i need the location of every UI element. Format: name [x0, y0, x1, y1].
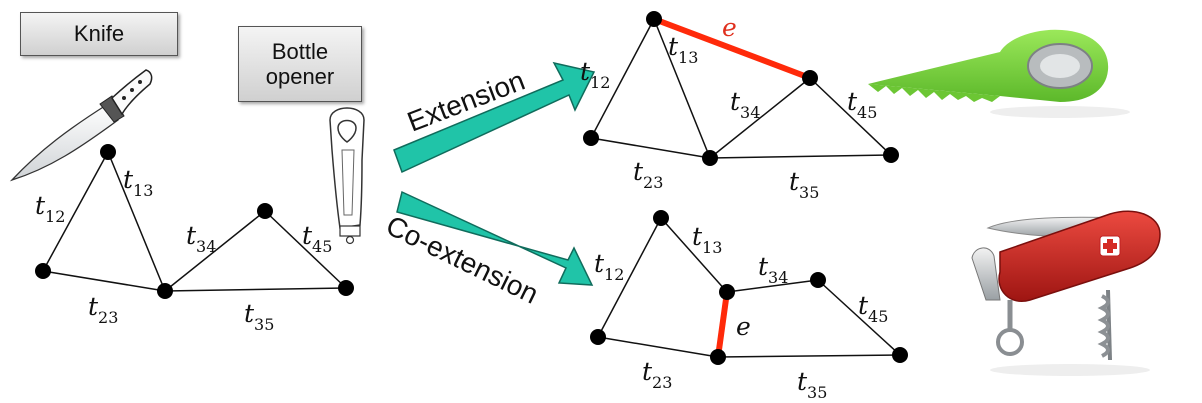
node-3a — [719, 284, 735, 300]
label-t34: t34 — [758, 252, 788, 287]
node-3b — [710, 349, 726, 365]
swiss-army-knife-photo — [971, 210, 1161, 376]
edge-35 — [717, 354, 901, 358]
label-e-coextension: e — [736, 312, 751, 341]
node-4 — [802, 70, 818, 86]
knife-label: Knife — [73, 21, 125, 47]
edge-13 — [107, 151, 166, 292]
graph-coextension: e t12 t13 t23 t34 t45 t35 — [590, 210, 908, 402]
label-t34: t34 — [730, 87, 760, 122]
label-t45: t45 — [858, 291, 888, 326]
edge-45 — [264, 210, 347, 289]
coextension-arrow[interactable]: Co-extension — [381, 190, 594, 310]
node-2 — [583, 130, 599, 146]
edge-45 — [809, 77, 892, 156]
node-5 — [892, 347, 908, 363]
serrated-knife-photo — [868, 29, 1130, 118]
knife-illustration — [9, 69, 153, 182]
bottle-opener-label-line2: opener — [265, 64, 335, 89]
extension-edge-e — [652, 16, 812, 81]
edge-23 — [590, 137, 711, 159]
label-e-extension: e — [722, 13, 737, 42]
edge-35 — [709, 154, 892, 159]
edge-35 — [164, 287, 347, 292]
knife-label-box: Knife — [20, 12, 178, 56]
label-t12: t12 — [594, 249, 624, 284]
label-t35: t35 — [244, 299, 274, 334]
label-t13: t13 — [668, 32, 698, 67]
edge-13 — [660, 217, 728, 293]
label-t35: t35 — [789, 167, 819, 202]
edge-34 — [726, 279, 819, 293]
node-2 — [590, 329, 606, 345]
bottle-opener-label-box: Bottle opener — [238, 26, 362, 102]
extension-arrow[interactable]: Extension — [393, 61, 596, 174]
label-t23: t23 — [642, 357, 672, 392]
label-t45: t45 — [847, 87, 877, 122]
label-t12: t12 — [35, 191, 65, 226]
label-t34: t34 — [186, 221, 216, 256]
node-5 — [338, 280, 354, 296]
node-4 — [257, 203, 273, 219]
edge-13 — [653, 18, 711, 159]
node-3 — [702, 150, 718, 166]
label-t23: t23 — [633, 157, 663, 192]
graph-extension: e t12 t13 t23 t34 t45 t35 — [580, 11, 899, 202]
node-4 — [810, 272, 826, 288]
coextension-edge-e — [715, 291, 730, 358]
label-t12: t12 — [580, 57, 610, 92]
node-1 — [653, 210, 669, 226]
bottle-opener-label-line1: Bottle — [271, 38, 329, 64]
node-2 — [35, 263, 51, 279]
node-3 — [157, 283, 173, 299]
label-t13: t13 — [123, 165, 153, 200]
edge-34 — [709, 77, 811, 159]
node-5 — [883, 147, 899, 163]
node-1 — [100, 144, 116, 160]
edge-12 — [42, 151, 109, 272]
edge-12 — [590, 18, 655, 139]
edge-34 — [164, 210, 266, 292]
edge-45 — [817, 279, 901, 356]
label-t13: t13 — [692, 222, 722, 257]
label-t35: t35 — [797, 367, 827, 402]
bottle-opener-illustration — [329, 107, 365, 245]
label-t23: t23 — [88, 292, 118, 327]
edge-23 — [597, 336, 719, 358]
graph-original: t12 t13 t23 t34 t45 t35 — [35, 144, 354, 334]
edge-12 — [597, 217, 662, 338]
node-1 — [646, 11, 662, 27]
edge-23 — [42, 270, 166, 292]
label-t45: t45 — [302, 221, 332, 256]
